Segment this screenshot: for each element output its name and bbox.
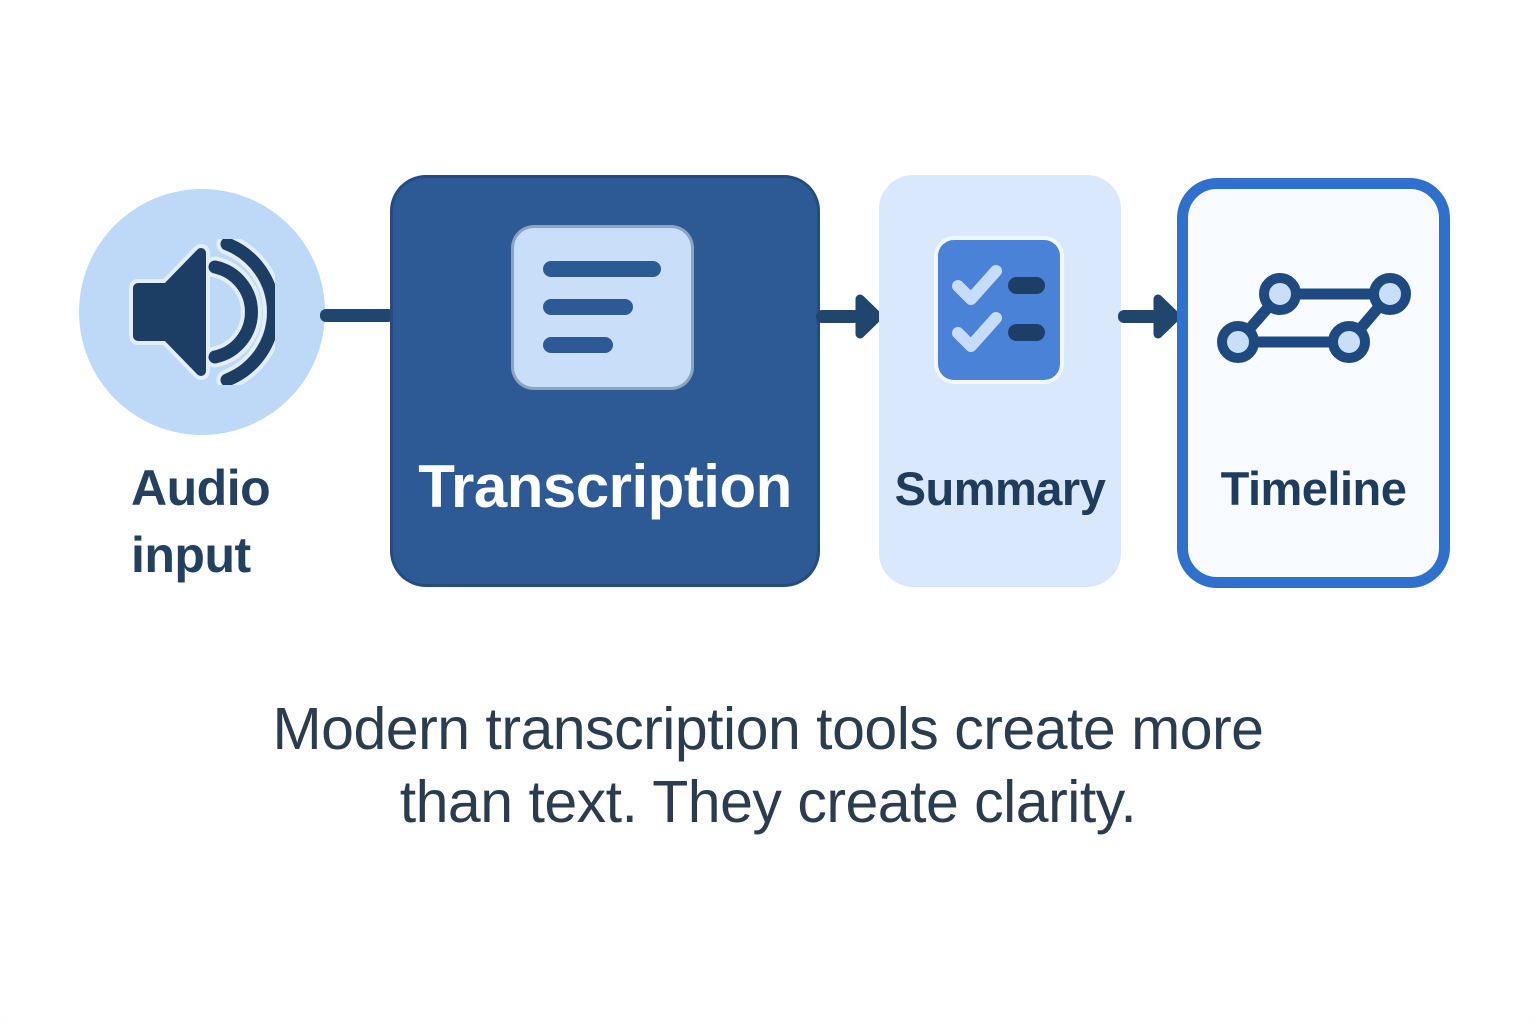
summary-node xyxy=(879,175,1121,587)
timeline-icon-svg xyxy=(1217,273,1411,363)
caption-line1: Modern transcription tools create more xyxy=(272,696,1264,762)
speaker-icon xyxy=(129,239,275,385)
caption-line2: than text. They create clarity. xyxy=(399,769,1137,835)
timeline-label: Timeline xyxy=(1220,462,1407,515)
summary-label: Summary xyxy=(894,462,1106,515)
transcription-label: Transcription xyxy=(418,453,792,520)
checklist-icon-glyphs xyxy=(952,265,1045,352)
document-icon xyxy=(514,228,691,387)
document-icon-bar xyxy=(543,337,613,353)
timeline-icon xyxy=(1212,268,1416,384)
audio-input-label: Audio input xyxy=(131,455,391,589)
caption: Modern transcription tools create more t… xyxy=(0,693,1536,839)
document-icon-bar xyxy=(543,261,661,277)
document-icon-bar xyxy=(543,299,633,315)
checklist-icon xyxy=(938,240,1060,380)
arrow-right-icon xyxy=(1118,294,1178,339)
audio-input-label-line2: input xyxy=(131,527,251,583)
connector-line xyxy=(320,309,394,322)
audio-input-node xyxy=(79,189,325,435)
audio-input-label-line1: Audio xyxy=(131,460,271,516)
timeline-node xyxy=(1177,178,1450,588)
arrow-right-icon xyxy=(816,294,880,339)
